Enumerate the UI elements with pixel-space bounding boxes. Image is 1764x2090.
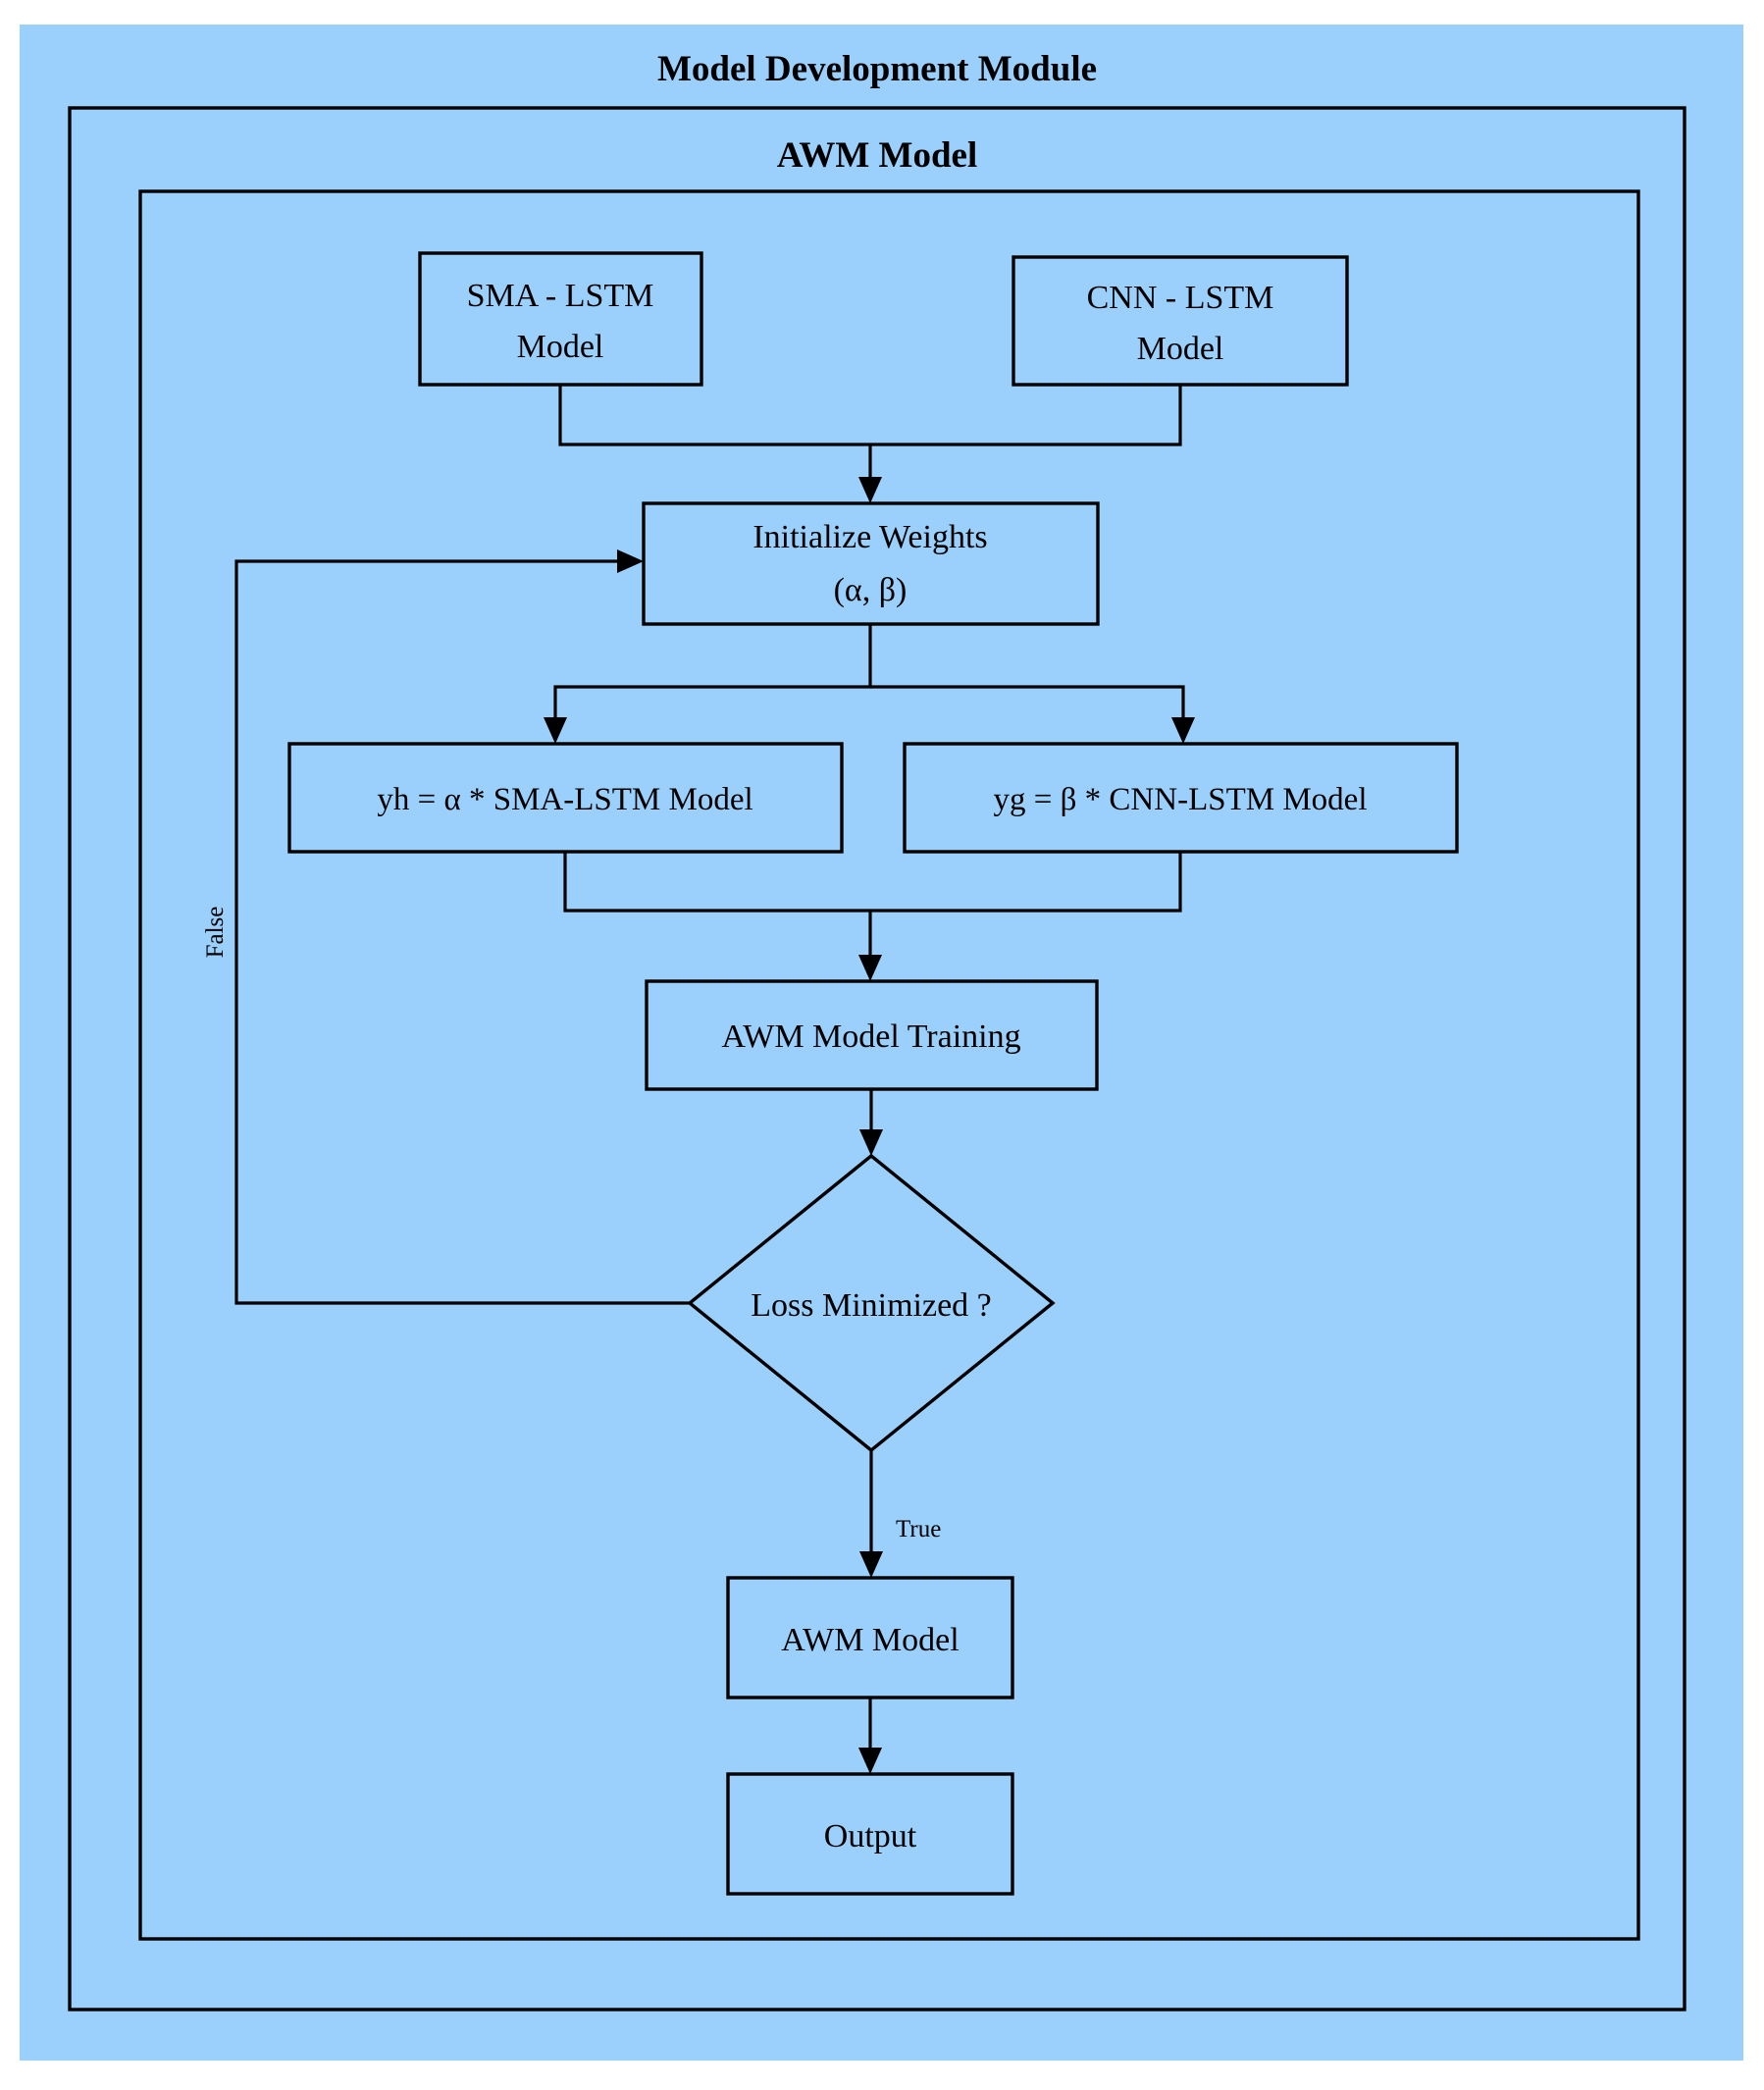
node-sma-lstm-model-line2: Model [517, 329, 604, 365]
node-awm-model-label: AWM Model [781, 1622, 959, 1658]
edge-label-true: True [896, 1516, 941, 1542]
edge-label-false: False [202, 907, 229, 959]
inner-frame-awm-model [138, 189, 1640, 1941]
node-yh-formula-label: yh = α * SMA-LSTM Model [377, 782, 752, 817]
node-yh-formula[interactable] [287, 742, 844, 854]
node-yg-formula-label: yg = β * CNN-LSTM Model [994, 782, 1368, 817]
inner-frame-title: AWM Model [777, 135, 978, 176]
edge-init-to-yh [553, 624, 872, 726]
node-decision-label: Loss Minimized ? [751, 1287, 992, 1324]
arrowhead-to-yg [1171, 717, 1195, 744]
node-yg-formula[interactable] [903, 742, 1459, 854]
node-output[interactable] [726, 1772, 1014, 1896]
arrowhead-to-yh [544, 717, 567, 744]
arrowhead-to-output [858, 1748, 882, 1774]
arrowhead-true-to-awm-model [859, 1551, 883, 1578]
edge-false-loop-back [234, 559, 690, 1305]
arrowhead-to-awm-training [858, 955, 882, 981]
arrowhead-to-init-weights [858, 477, 882, 503]
node-initialize-weights-line1: Initialize Weights [752, 519, 987, 555]
node-awm-model-training[interactable] [645, 979, 1099, 1091]
arrowhead-to-decision [859, 1129, 883, 1156]
node-cnn-lstm-model-line1: CNN - LSTM [1087, 280, 1274, 316]
outer-frame-model-development-module [68, 106, 1686, 2012]
node-sma-lstm-model[interactable] [418, 251, 703, 387]
edge-init-to-yg [870, 685, 1185, 726]
outer-frame-title: Model Development Module [657, 49, 1097, 89]
node-output-label: Output [824, 1818, 917, 1855]
edge-formulas-merge [563, 852, 1182, 913]
node-cnn-lstm-model-line2: Model [1137, 331, 1224, 367]
node-sma-lstm-model-line1: SMA - LSTM [467, 278, 654, 314]
node-initialize-weights-line2: (α, β) [834, 572, 908, 608]
arrowhead-false-loop-back [617, 549, 644, 573]
node-awm-model-training-label: AWM Model Training [721, 1019, 1020, 1055]
node-awm-model[interactable] [726, 1576, 1014, 1699]
node-cnn-lstm-model[interactable] [1012, 255, 1349, 387]
